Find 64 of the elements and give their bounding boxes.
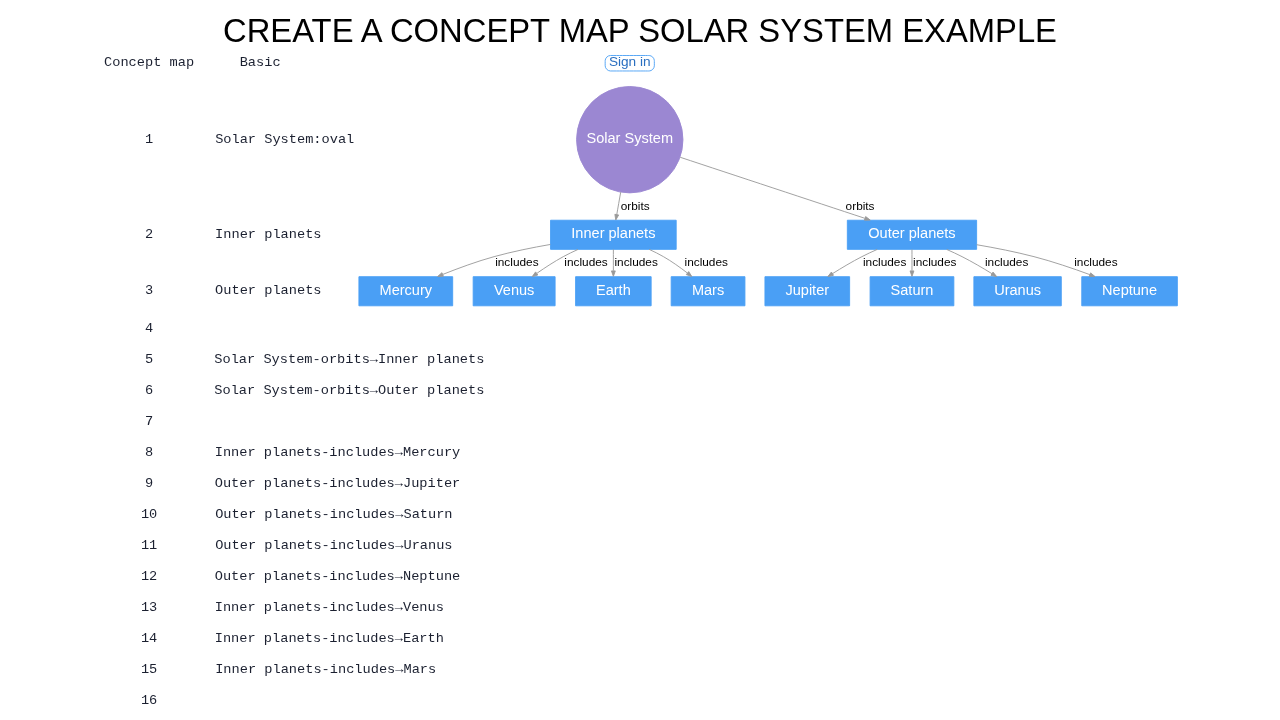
arrow — [437, 244, 551, 277]
arrow — [611, 249, 616, 277]
edge-label: includes — [913, 255, 957, 270]
label: 15 — [140, 661, 158, 677]
label: 7 — [144, 414, 154, 430]
label: Outer planets — [215, 283, 322, 299]
edge-label: includes — [862, 255, 907, 270]
label: 14 — [140, 630, 158, 646]
edge-label: includes — [614, 255, 658, 270]
label: 8 — [144, 445, 154, 461]
arrow — [531, 249, 579, 278]
label: Outer planets-includes→Jupiter — [214, 475, 461, 491]
edge-label: includes — [684, 255, 728, 270]
diagram-title: CREATE A CONCEPT MAP SOLAR SYSTEM EXAMPLE — [223, 11, 1057, 49]
arrow — [946, 249, 998, 278]
node-box: Neptune — [1081, 276, 1178, 307]
label: Basic — [239, 55, 281, 71]
node-box: Uranus — [973, 276, 1062, 307]
label: 12 — [140, 568, 158, 584]
node-box: Mars — [670, 276, 746, 307]
arrow — [976, 244, 1096, 278]
label: Inner planets-includes→Mercury — [214, 445, 461, 461]
label: 13 — [140, 599, 158, 615]
label: Outer planets-includes→Saturn — [215, 506, 453, 522]
label: Concept map — [104, 55, 195, 71]
node-circle: Solar System — [576, 86, 684, 194]
node-box: Venus — [472, 276, 556, 307]
label: Inner planets-includes→Mars — [215, 661, 437, 677]
label: Solar System-orbits→Inner planets — [214, 352, 485, 368]
node-box: Outer planets — [846, 219, 978, 250]
label: 2 — [144, 226, 154, 242]
node-box: Saturn — [869, 276, 955, 307]
label: 10 — [140, 506, 158, 522]
label: Outer planets-includes→Neptune — [214, 568, 461, 584]
label: 9 — [144, 475, 154, 491]
label: 11 — [140, 537, 158, 553]
node-box: Jupiter — [764, 276, 851, 307]
label: Solar System-orbits→Outer planets — [214, 383, 485, 399]
label: Outer planets-includes→Uranus — [215, 537, 453, 553]
label: 4 — [144, 321, 154, 337]
edge-label: orbits — [620, 198, 650, 213]
node-box: Earth — [575, 276, 652, 307]
arrow — [827, 248, 878, 278]
arrow — [614, 191, 622, 221]
edge-label: includes — [1074, 255, 1118, 270]
edge-label: includes — [984, 255, 1029, 270]
arrow — [679, 156, 871, 221]
edge-label: orbits — [845, 198, 875, 213]
label: Inner planets-includes→Earth — [214, 630, 444, 646]
label: Inner planets-includes→Venus — [214, 599, 444, 615]
node-box: Mercury — [358, 276, 454, 307]
node-box: Inner planets — [550, 219, 677, 250]
label: 16 — [140, 692, 158, 708]
label: 1 — [144, 131, 154, 147]
edge-label: includes — [495, 255, 539, 270]
label: 6 — [144, 383, 154, 399]
label: Inner planets — [215, 226, 322, 242]
label: Sign in — [608, 54, 651, 70]
label: Solar System:oval — [215, 131, 355, 147]
edge-label: includes — [564, 255, 608, 270]
arrow — [648, 248, 693, 277]
label: 5 — [144, 352, 154, 368]
arrow — [909, 249, 915, 277]
label: 3 — [144, 283, 154, 299]
